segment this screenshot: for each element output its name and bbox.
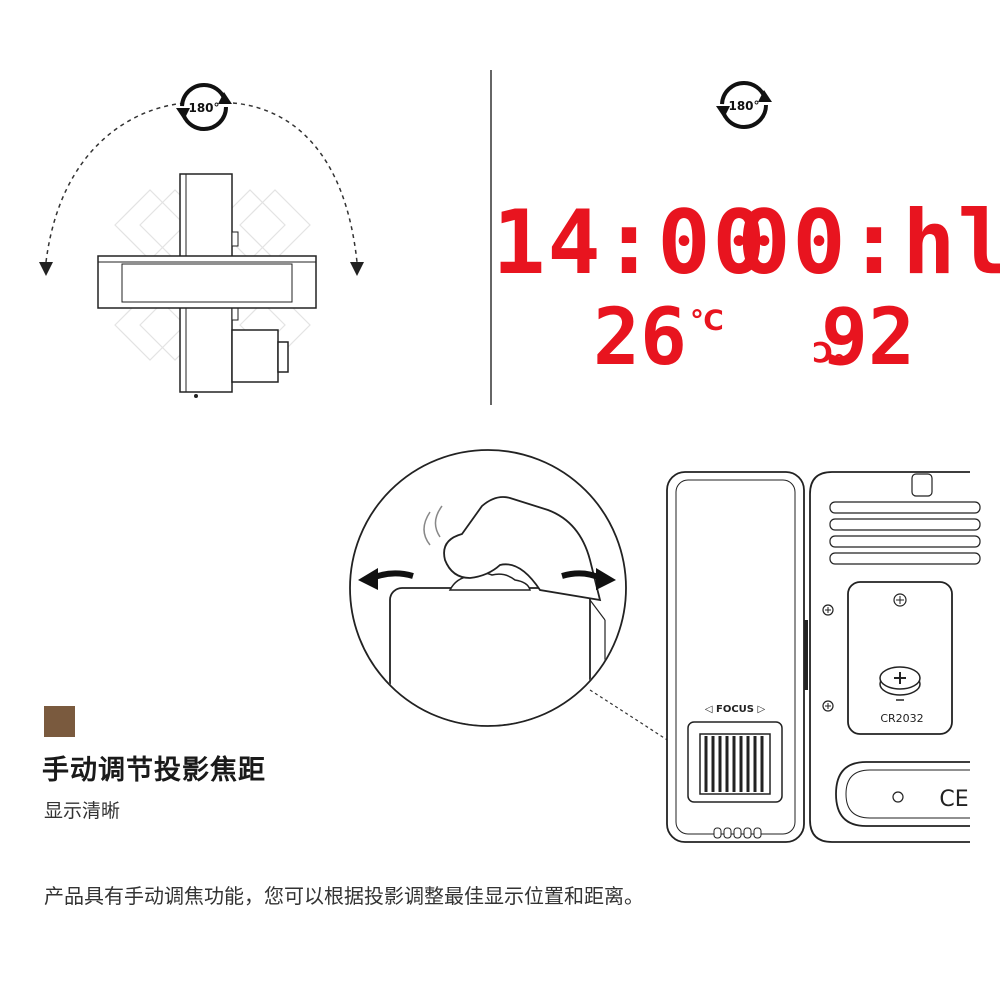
reset-button[interactable]: [892, 791, 904, 803]
rotate-badge-label: 180°: [728, 99, 759, 113]
led-time-normal: 14:00: [493, 191, 768, 294]
device-horizontal: [97, 255, 317, 309]
led-temperature-normal: 26: [593, 293, 687, 383]
screw-icon: [822, 604, 834, 616]
finger-illustration: [443, 496, 602, 602]
feature-description: 产品具有手动调焦功能，您可以根据投影调整最佳显示位置和距离。: [44, 884, 644, 908]
vent-slots: [829, 501, 981, 565]
feature-title: 手动调节投影焦距: [42, 755, 266, 786]
ce-mark-icon: CE: [939, 787, 968, 812]
led-unit-flipped: ℃: [812, 335, 846, 368]
screw-icon: [822, 700, 834, 712]
led-unit-normal: ℃: [690, 304, 724, 337]
led-time-flipped: 00:hl: [738, 191, 1000, 294]
led-display-panel: 180° 14:00 26 ℃ 00:hl 92 ℃: [493, 81, 1000, 383]
hanging-slot: [911, 473, 933, 497]
battery-label: CR2032: [880, 712, 923, 725]
focus-label: ◁ FOCUS ▷: [705, 704, 766, 715]
battery-icon: [879, 666, 921, 701]
arrow-down-left-icon: [39, 262, 53, 276]
rotation-diagram: 180°: [39, 83, 364, 398]
arrow-down-right-icon: [350, 262, 364, 276]
rotate-180-icon: 180°: [716, 81, 772, 129]
rotation-arc-right: [232, 102, 358, 263]
battery-door[interactable]: [847, 581, 953, 735]
screw-icon: [893, 593, 907, 607]
projector-lens: [231, 329, 279, 383]
focus-detail: ◁ FOCUS ▷: [349, 449, 981, 843]
accent-swatch: [44, 706, 75, 737]
rotate-badge-label: 180°: [188, 101, 219, 115]
feature-subtitle: 显示清晰: [44, 800, 121, 822]
leader-line: [589, 689, 687, 753]
led-temperature-flipped: 92: [821, 293, 915, 383]
rotate-180-icon: 180°: [176, 83, 232, 131]
rotation-arc-left: [45, 102, 186, 263]
